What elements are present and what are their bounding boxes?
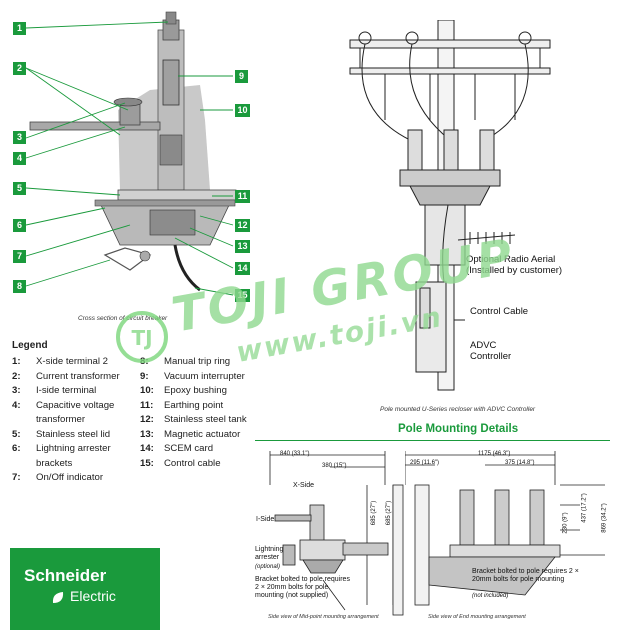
legend-item: 9:Vacuum interrupter xyxy=(140,370,245,382)
label-mid-bracket: Bracket bolted to pole requires 2 × 20mm… xyxy=(255,576,350,599)
label-not-included: (not included) xyxy=(472,593,509,599)
dim-end-v3: 869 (34.2") xyxy=(601,503,608,533)
callout-10: 10 xyxy=(235,104,250,117)
end-mounting-caption: Side view of End mounting arrangement xyxy=(428,614,526,620)
callout-6: 6 xyxy=(13,219,26,232)
leaf-icon xyxy=(52,592,64,603)
callout-11: 11 xyxy=(235,190,250,203)
dim-mid-offset: 380 (15") xyxy=(322,463,347,469)
label-advc-controller: ADVC Controller xyxy=(470,340,512,362)
mid-mounting-caption: Side view of Mid-point mounting arrangem… xyxy=(268,614,379,620)
label-i-side: I-Side xyxy=(256,516,275,523)
label-control-cable: Control Cable xyxy=(470,306,529,317)
legend-item: 4:Capacitive voltage transformer xyxy=(12,399,115,426)
dim-end-v1: 230 (9") xyxy=(562,512,569,534)
label-optional-radio-aerial: Optional Radio Aerial (Installed by cust… xyxy=(466,254,563,276)
pole-view-caption: Pole mounted U-Series recloser with ADVC… xyxy=(380,406,536,413)
legend-item: 7:On/Off indicator xyxy=(12,472,104,483)
dim-end-b: 375 (14.8") xyxy=(505,460,535,466)
legend-item: 11:Earthing point xyxy=(140,399,224,411)
callout-2: 2 xyxy=(13,62,26,75)
legend-item: 15:Control cable xyxy=(140,457,221,469)
legend-item: 10:Epoxy bushing xyxy=(140,385,227,396)
legend-item: 6:Lightning arrester brackets xyxy=(12,443,111,469)
legend-column-1: 1:X-side terminal 2 2:Current transforme… xyxy=(12,355,137,486)
pole-mounting-heading: Pole Mounting Details xyxy=(398,423,519,435)
mid-point-mounting-drawing xyxy=(269,451,404,616)
end-mounting-drawing xyxy=(405,451,605,606)
dim-mid-overall-width: 840 (33.1") xyxy=(280,451,310,457)
logo-line-1: Schneider xyxy=(24,566,107,585)
legend-column-2: 8:Manual trip ring 9:Vacuum interrupter … xyxy=(140,355,270,471)
label-end-bracket: Bracket bolted to pole requires 2 × 20mm… xyxy=(472,568,579,583)
callout-13: 13 xyxy=(235,240,250,253)
legend-item: 14:SCEM card xyxy=(140,443,214,454)
cross-section-caption: Cross section of circuit breaker xyxy=(78,315,168,322)
schneider-electric-logo: Schneider Electric xyxy=(10,548,160,630)
label-optional: (optional) xyxy=(255,564,281,570)
logo-line-2: Electric xyxy=(70,588,116,604)
callout-5: 5 xyxy=(13,182,26,195)
legend-item: 2:Current transformer xyxy=(12,370,120,382)
legend-item: 13:Magnetic actuator xyxy=(140,428,241,440)
callout-1: 1 xyxy=(13,22,26,35)
legend-item: 12:Stainless steel tank xyxy=(140,414,247,425)
pole-mounted-recloser-drawing xyxy=(349,20,551,391)
legend-item: 3:I-side terminal xyxy=(12,385,97,396)
callout-8: 8 xyxy=(13,280,26,293)
callout-9: 9 xyxy=(235,70,248,83)
dim-mid-height-2: 685 (27") xyxy=(386,500,393,526)
callout-3: 3 xyxy=(13,131,26,144)
callout-15: 15 xyxy=(235,289,250,302)
callout-12: 12 xyxy=(235,219,250,232)
svg-text:TJ: TJ xyxy=(131,326,152,350)
callout-7: 7 xyxy=(13,250,26,263)
dim-end-a: 295 (11.6") xyxy=(410,460,440,466)
callout-4: 4 xyxy=(13,152,26,165)
dim-end-v2: 437 (17.2") xyxy=(581,493,588,523)
cross-section-drawing xyxy=(25,11,237,296)
legend-item: 5:Stainless steel lid xyxy=(12,428,111,440)
label-x-side: X-Side xyxy=(293,482,315,489)
watermark-badge: TJ xyxy=(116,311,168,363)
callout-14: 14 xyxy=(235,262,250,275)
legend-title: Legend xyxy=(12,340,48,351)
dim-end-overall-width: 1175 (46.3") xyxy=(478,451,511,457)
label-lightning-arrester: Lightning arrester xyxy=(255,546,284,561)
dim-mid-height-1: 685 (27") xyxy=(371,500,378,526)
legend-item: 1:X-side terminal 2 xyxy=(12,356,108,367)
divider xyxy=(255,440,610,441)
